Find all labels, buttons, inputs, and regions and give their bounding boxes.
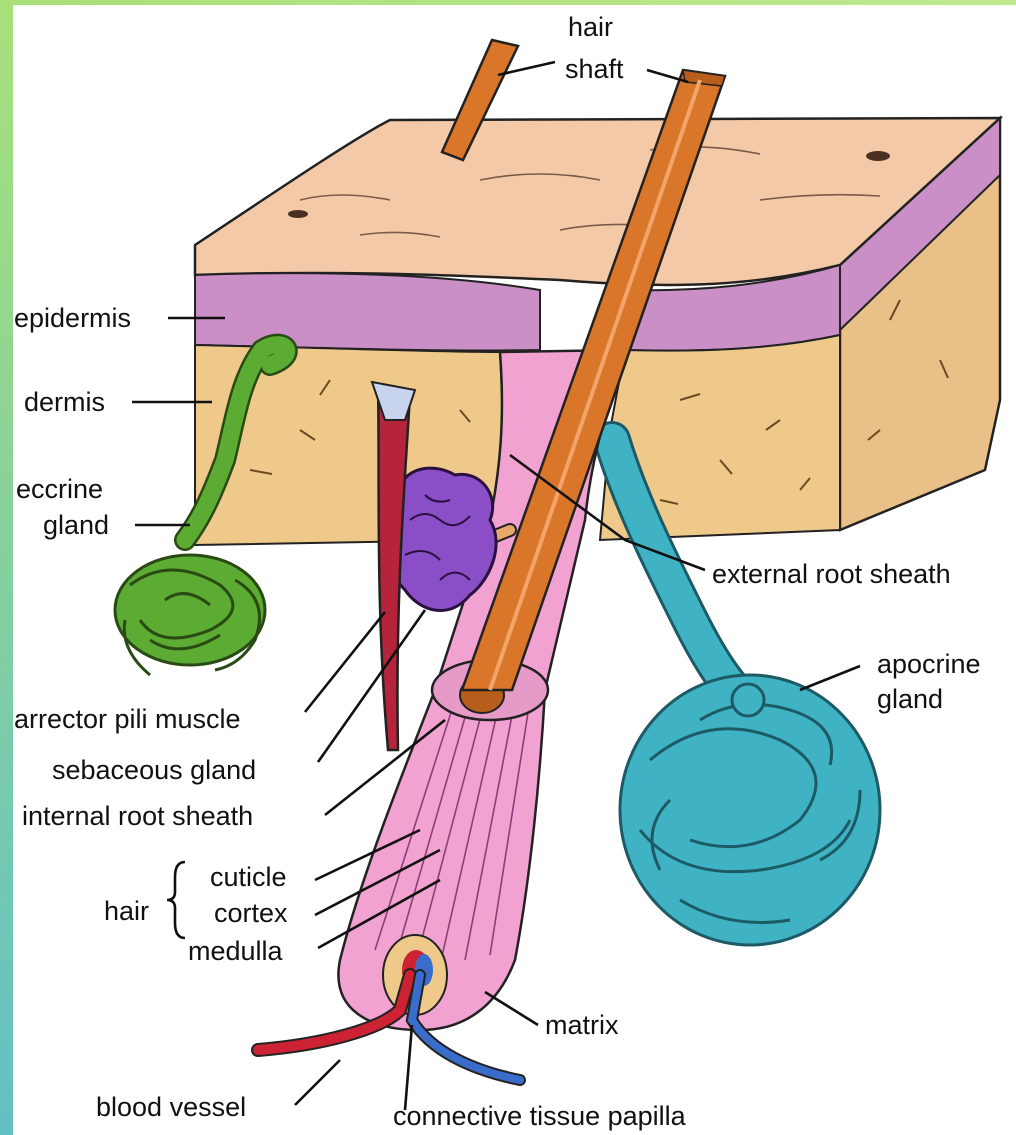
label-dermis: dermis (24, 387, 105, 417)
label-epidermis: epidermis (14, 303, 131, 333)
label-cuticle: cuticle (210, 862, 287, 892)
epidermis-layer (195, 273, 540, 350)
label-internal-root-sheath: internal root sheath (22, 801, 253, 831)
label-medulla: medulla (188, 936, 284, 966)
label-hair-shaft-line1: hair (568, 12, 613, 42)
label-papilla: connective tissue papilla (393, 1101, 687, 1131)
label-apocrine-line1: apocrine (877, 649, 981, 679)
label-arrector-pili: arrector pili muscle (14, 704, 241, 734)
label-cortex: cortex (214, 898, 288, 928)
label-eccrine-line2: gland (43, 510, 109, 540)
label-hair-shaft-line2: shaft (565, 54, 624, 84)
label-eccrine-line1: eccrine (16, 474, 103, 504)
label-external-root-sheath: external root sheath (712, 559, 951, 589)
label-matrix: matrix (545, 1010, 619, 1040)
label-hair-group: hair (104, 896, 149, 926)
label-apocrine-line2: gland (877, 684, 943, 714)
label-blood-vessel: blood vessel (96, 1092, 246, 1122)
label-sebaceous: sebaceous gland (52, 755, 256, 785)
